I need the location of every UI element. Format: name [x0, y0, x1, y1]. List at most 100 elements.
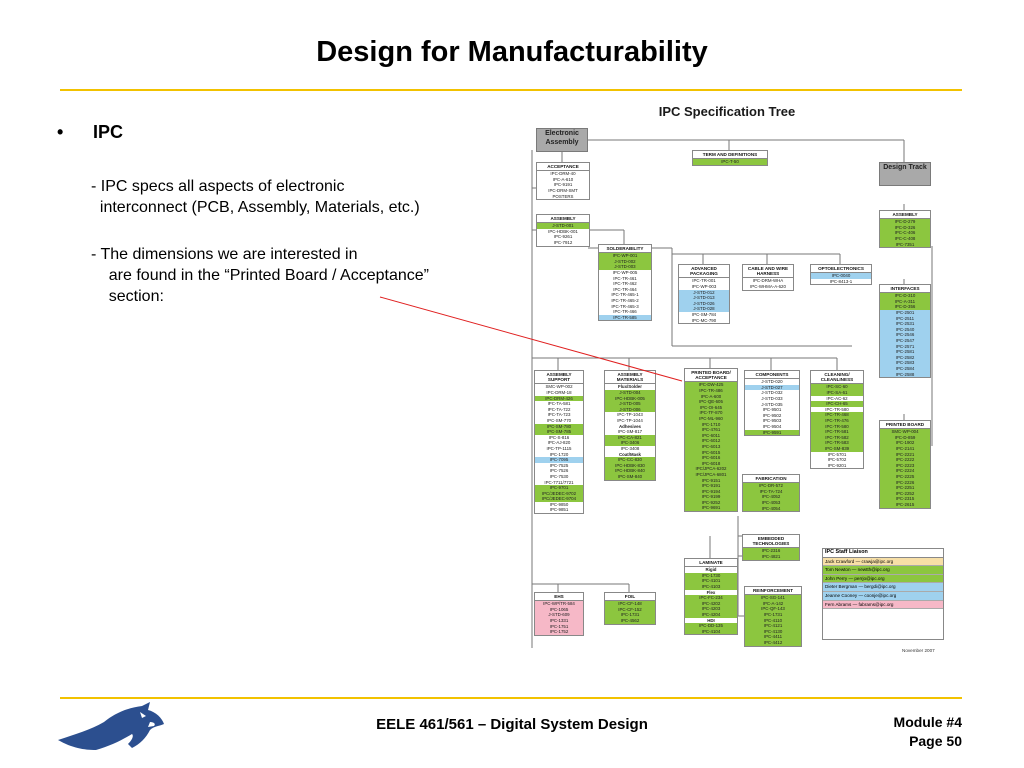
spec-item: IPC-2540 [880, 326, 930, 333]
spec-item: IPC-9501 [762, 407, 782, 413]
spec-item: IPC-9199 [685, 494, 737, 500]
spec-box-header: PRINTED BOARD [880, 421, 930, 430]
spec-item: SMC-WP-004 [880, 429, 930, 435]
liaison-row: John Perry — perrjo@ipc.org [823, 574, 943, 584]
spec-item: IPC-OI-645 [685, 404, 737, 411]
spec-item: IPC-1902 [880, 440, 930, 446]
footer-course: EELE 461/561 – Digital System Design [376, 716, 648, 733]
spec-item: IPC-2531 [880, 321, 930, 327]
spec-item: IPC/JEDEC-9704 [535, 496, 583, 502]
spec-box-header: ASSEMBLY [537, 215, 589, 224]
spec-box-header: REINFORCEMENT [745, 587, 801, 596]
spec-item: IPC-2584 [880, 365, 930, 372]
spec-item: IPC-7912 [553, 239, 573, 245]
spec-item: IPC-7095 [535, 457, 583, 463]
spec-item: IPC-TA-581 [547, 401, 571, 407]
spec-item: IPC-9194 [685, 488, 737, 495]
spec-box-header: FABRICATION [743, 475, 799, 484]
spec-item: IPC-SM-840 [605, 473, 655, 480]
spec-item: IPC-2226 [880, 479, 930, 486]
spec-item: IPC-6012 [685, 438, 737, 444]
spec-item: IPC-CF-152 [605, 606, 655, 613]
bottom-rule [60, 697, 962, 699]
spec-item: IPC-QF-143 [745, 606, 801, 612]
spec-item: J-STD-013 [679, 295, 729, 301]
spec-item: IPC-TR-468 [811, 412, 863, 418]
spec-item: IPC-1065 [535, 606, 583, 613]
bullet-mark: • [57, 122, 64, 142]
spec-box-header: OPTOELECTRONICS [811, 265, 871, 274]
spec-item: IPC-D-356 [880, 304, 930, 310]
spec-item: IPC-SM-780 [535, 423, 583, 430]
spec-box-header: PRINTED BOARD/ ACCEPTANCE [685, 369, 737, 383]
spec-item: IPC-SM-784 [691, 311, 717, 317]
spec-item: IPC-A-600 [685, 393, 737, 400]
spec-item: J-STD-001 [537, 223, 589, 229]
spec-item: IPC-9591 [745, 429, 799, 436]
spec-box-header: EMBEDDED TECHNOLOGIES [743, 535, 799, 549]
spec-item: J-STD-002 [599, 258, 651, 265]
spec-item: IPC-FC-234 [685, 595, 737, 601]
spec-item: IPC-2224 [880, 468, 930, 474]
spec-item: Adhesives [619, 423, 641, 429]
spec-item: IPC-DRM-426 [535, 395, 583, 402]
bullet-label: IPC [93, 122, 124, 142]
spec-item: IPC-7530 [549, 473, 569, 479]
spec-box-header: ACCEPTANCE [537, 163, 589, 172]
spec-item: IPC-DR-572 [743, 483, 799, 489]
spec-item: IPC-4121 [745, 623, 801, 629]
spec-item: IPC-HDBK-005 [605, 395, 655, 402]
spec-item: IPC/JEDEC-9702 [535, 490, 583, 497]
spec-item: IPC-TR-462 [613, 281, 637, 287]
spec-item: IPC-CC-830 [605, 457, 655, 463]
spec-item: IPC-2225 [880, 473, 930, 480]
spec-item: IPC-AJ-820 [547, 440, 571, 446]
design-track-block: Design Track [879, 162, 931, 186]
spec-item: IPC-1752 [535, 629, 583, 635]
spec-item: IPC-AC-62 [826, 395, 848, 401]
spec-item: SMC-WP-002 [545, 384, 573, 390]
spec-item: IPC-4411 [745, 634, 801, 640]
spec-item: IPC-HDBK-001 [548, 228, 578, 234]
spec-item: IPC-TR-001 [692, 278, 716, 284]
spec-item: IPC-4054 [743, 505, 799, 512]
spec-item: IPC-6016 [685, 455, 737, 461]
spec-item: Flux/Solder [618, 384, 642, 390]
spec-item: IPC-TR-580 [811, 423, 863, 430]
spec-item: IPC-2251 [880, 485, 930, 491]
spec-item: J-STD-006 [605, 406, 655, 413]
spec-item: IPC-5701 [827, 451, 847, 457]
spec-item: IPC-9504 [762, 423, 782, 429]
footer-page-info: Module #4 Page 50 [894, 713, 962, 751]
spec-item: IPC-DRM-SMT [548, 187, 578, 193]
spec-item: IPC-TR-585 [599, 314, 651, 321]
spec-item: IPC-9261 [553, 234, 573, 240]
spec-item: IPC-9850 [549, 501, 569, 507]
spec-item: IPC-4104 [685, 628, 737, 635]
spec-item: IPC-2511 [880, 315, 930, 322]
spec-item: IPC-T-50 [693, 159, 767, 165]
spec-item: J-STD-005 [605, 401, 655, 407]
spec-box-header: TERM AND DEFINITIONS [693, 151, 767, 160]
spec-item: IPC-DRM-40 [550, 171, 576, 177]
spec-item: IPC-1720 [549, 451, 569, 457]
spec-item: IPC-D-310 [880, 293, 930, 299]
tree-connectors [531, 139, 933, 648]
spec-item: IPC-DRM-18 [546, 390, 572, 395]
spec-item: IPC-9851 [549, 507, 569, 513]
spec-item: IPC-WP-001 [599, 253, 651, 259]
spec-item: IPC-TF-870 [685, 410, 737, 416]
spec-item: IPC-TP-1115 [546, 445, 572, 451]
spec-item: IPC-C-406 [880, 230, 930, 236]
tree-title: IPC Specification Tree [658, 104, 796, 119]
spec-item: J-STD-035 [761, 401, 783, 407]
spec-box-header: CLEANING/ CLEANLINESS [811, 371, 863, 385]
spec-item: IPC-S-816 [548, 434, 570, 440]
spec-item: IPC-SM-839 [811, 445, 863, 452]
